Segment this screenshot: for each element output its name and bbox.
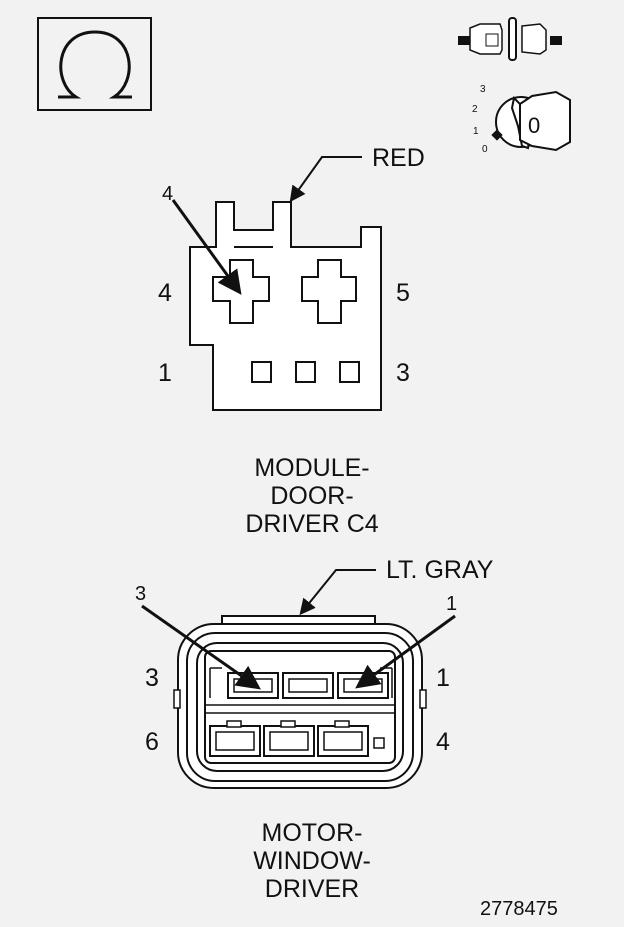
motor-window-driver-caption: MOTOR- WINDOW- DRIVER (0, 819, 624, 903)
lt-gray-wire-label: LT. GRAY (386, 556, 494, 584)
terminal-2 (282, 672, 334, 699)
ohm-symbol-icon (37, 17, 152, 111)
caption-line: MOTOR- (261, 819, 363, 847)
figure-number: 2778475 (480, 898, 558, 920)
key-label: 0 (528, 113, 540, 138)
pin-label-4-bottom: 4 (436, 728, 450, 756)
pin-label-1-bottom: 1 (436, 664, 450, 692)
connector-disconnect-icon (458, 17, 562, 61)
motor-window-driver-connector (173, 615, 427, 789)
pin-1-arrow-label: 1 (446, 593, 457, 615)
lt-gray-wire-leader: LT. GRAY (299, 556, 494, 616)
terminal-6 (209, 720, 261, 757)
ignition-key-icon: 3 2 1 0 0 (472, 84, 571, 155)
pin-label-3: 3 (396, 359, 410, 387)
caption-line: DOOR- (270, 482, 354, 510)
red-wire-label: RED (372, 144, 425, 172)
module-door-driver-connector (189, 201, 382, 411)
pin-label-6-bottom: 6 (145, 728, 159, 756)
pin-label-1: 1 (158, 359, 172, 387)
terminal-5 (263, 720, 315, 757)
pin-label-4: 4 (158, 279, 172, 307)
pin-cavity-1 (251, 361, 272, 383)
pin-cavity-2 (295, 361, 316, 383)
pin-4-arrow-label: 4 (162, 183, 173, 205)
key-position-2: 2 (472, 104, 478, 115)
caption-line: DRIVER (264, 875, 360, 903)
pin-cavity-3 (339, 361, 360, 383)
pin-cavity-5 (301, 259, 357, 324)
module-door-driver-caption: MODULE- DOOR- DRIVER C4 (0, 454, 624, 538)
terminal-4 (317, 720, 369, 757)
pin-label-5: 5 (396, 279, 410, 307)
red-wire-leader: RED (289, 144, 425, 203)
key-position-0: 0 (482, 144, 488, 155)
caption-line: MODULE- (254, 454, 370, 482)
pin-3-arrow: 3 (135, 583, 261, 690)
terminal-1 (337, 672, 389, 699)
caption-line: DRIVER C4 (245, 510, 379, 538)
key-position-1: 1 (473, 126, 479, 137)
pin-label-3-bottom: 3 (145, 664, 159, 692)
key-position-3: 3 (480, 84, 486, 95)
pin-4-arrow: 4 (162, 183, 242, 295)
caption-line: WINDOW- (253, 847, 371, 875)
pin-1-arrow: 1 (355, 593, 457, 689)
pin-3-arrow-label: 3 (135, 583, 146, 605)
